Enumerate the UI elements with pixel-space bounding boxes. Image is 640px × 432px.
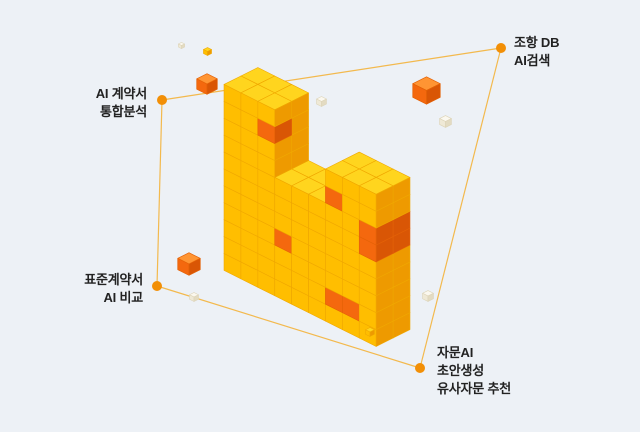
scatter-cube: [178, 42, 185, 49]
scatter-cube: [196, 73, 218, 95]
scatter-cube: [439, 115, 452, 128]
scatter-cube: [422, 290, 434, 302]
connector-line: [419, 47, 502, 369]
node-label-standard-contract-compare: 표준계약서 AI 비교: [84, 272, 143, 305]
connector-line: [156, 285, 421, 369]
node-dot-left-bottom: [152, 281, 162, 291]
connector-line: [161, 47, 502, 101]
node-label-contract-analysis: AI 계약서 통합분석: [95, 86, 147, 119]
node-dot-bottom-right: [415, 363, 425, 373]
node-dot-top-right: [496, 43, 506, 53]
voxel-illustration: [223, 67, 411, 347]
scatter-cube: [203, 47, 212, 56]
scatter-cube: [365, 327, 375, 337]
scatter-cube: [189, 292, 199, 302]
scatter-cube: [177, 252, 201, 276]
scatter-cube: [316, 96, 327, 107]
connector-line: [156, 99, 163, 287]
scatter-cube: [412, 76, 441, 105]
node-label-advisory-ai-draft: 자문AI 초안생성 유사자문 추천: [437, 345, 511, 396]
node-dot-left-top: [157, 95, 167, 105]
node-label-clause-db-search: 조항 DB AI검색: [514, 35, 560, 68]
